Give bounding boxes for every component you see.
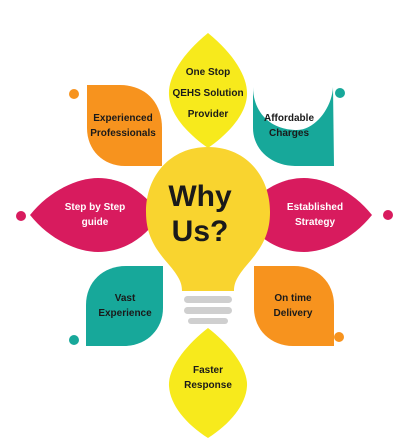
petal-top-right (253, 87, 334, 166)
label-left: Step by Step guide (50, 201, 140, 230)
center-title-line2: Us? (171, 214, 229, 248)
header-faint-text (120, 14, 280, 24)
dot-bottom-left (69, 335, 79, 345)
label-bottom-left-line2: Experience (98, 307, 152, 319)
label-left-line2: guide (81, 216, 109, 228)
center-title: Why Us? (148, 180, 252, 249)
label-right-line1: Established (286, 202, 344, 213)
label-top-right-line2: Charges (268, 127, 309, 139)
label-top-line2: QEHS Solution (172, 88, 244, 99)
petal-top (168, 33, 248, 148)
label-top-right: Affordable Charges (255, 112, 323, 141)
petal-bottom-left (86, 266, 163, 346)
bulb-base-ring-2 (184, 307, 232, 314)
petal-top-left (87, 85, 162, 166)
label-bottom-line2: Response (184, 379, 232, 391)
petal-left (30, 178, 160, 252)
label-top-left-line2: Professionals (90, 127, 156, 139)
center-title-line1: Why (168, 180, 232, 213)
label-top-left-line1: Experienced (93, 113, 153, 124)
petal-right (242, 178, 372, 252)
bulb-base-ring-1 (184, 296, 232, 303)
bulb-glass (146, 147, 270, 291)
bulb-base-ring-3 (188, 318, 228, 324)
label-bottom-right-line1: On time (274, 293, 312, 304)
label-top-line1: One Stop (185, 67, 231, 78)
label-top: One Stop QEHS Solution Provider (158, 62, 258, 125)
label-bottom-right: On time Delivery (258, 292, 328, 321)
dot-top-right (335, 88, 345, 98)
label-right: Established Strategy (270, 201, 360, 230)
dot-top-left (69, 89, 79, 99)
label-top-left: Experienced Professionals (87, 112, 159, 141)
label-right-line2: Strategy (294, 216, 335, 228)
label-bottom-left: Vast Experience (89, 292, 161, 321)
label-bottom-left-line1: Vast (114, 293, 136, 304)
label-bottom-right-line2: Delivery (273, 307, 313, 319)
dot-right (383, 210, 393, 220)
label-left-line1: Step by Step (64, 202, 126, 213)
label-bottom-line1: Faster (192, 365, 223, 376)
label-top-right-line1: Affordable (264, 113, 314, 124)
dot-left (16, 211, 26, 221)
dot-bottom-right (334, 332, 344, 342)
petal-bottom (168, 328, 248, 438)
petal-bottom-right (254, 266, 334, 346)
label-bottom: Faster Response (170, 364, 246, 393)
label-top-line3: Provider (187, 109, 229, 120)
